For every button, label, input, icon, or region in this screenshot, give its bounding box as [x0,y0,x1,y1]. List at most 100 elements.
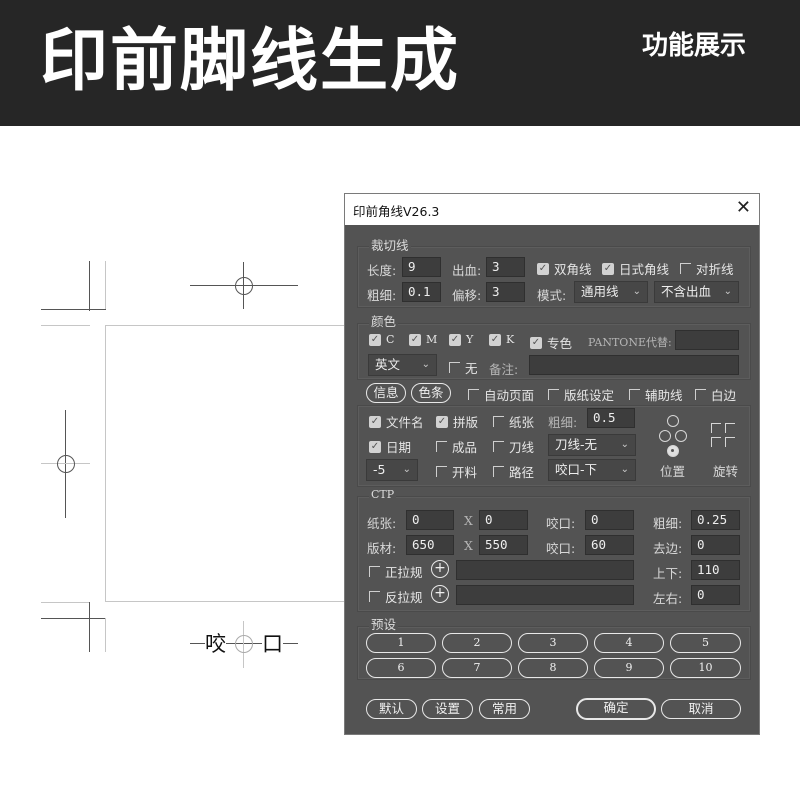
chevron-down-icon: ⌄ [402,464,411,475]
trim-group-label: 裁切线 [369,235,411,254]
position-top-radio[interactable] [667,415,679,427]
plate-size-label: 版材: [367,541,397,556]
trim-edge-input[interactable]: 0 [691,535,740,555]
checkbox-unchecked-icon [629,389,640,400]
checkbox-unchecked-icon [436,441,447,452]
imposition-checkbox[interactable]: ✓拼版 [436,412,478,431]
info-button[interactable]: 信息 [366,383,406,403]
guide-line-checkbox[interactable]: 辅助线 [629,385,683,404]
language-select[interactable]: 英文⌄ [368,354,437,376]
length-input[interactable]: 9 [402,257,441,277]
select-value: 英文 [375,357,401,372]
offset-select[interactable]: -5⌄ [366,459,418,481]
position-bottom-radio[interactable] [667,445,679,457]
preset-button-8[interactable]: 8 [518,658,588,678]
plate-bite-input[interactable]: 60 [585,535,634,555]
front-guide-checkbox[interactable]: 正拉规 [369,562,423,581]
preset-button-6[interactable]: 6 [366,658,436,678]
cancel-button[interactable]: 取消 [661,699,741,719]
channel-m-checkbox[interactable]: ✓M [409,333,437,346]
preset-button-2[interactable]: 2 [442,633,512,653]
back-guide-input[interactable] [456,585,634,605]
vertical-label: 上下: [653,566,683,581]
filename-checkbox[interactable]: ✓文件名 [369,412,424,431]
fold-line-checkbox[interactable]: 对折线 [680,259,734,278]
none-checkbox[interactable]: 无 [449,358,478,377]
add-back-guide-button[interactable]: + [431,585,449,603]
thickness-input[interactable]: 0.1 [402,282,441,302]
checkbox-unchecked-icon [548,389,559,400]
bite-label-left: 咬 [205,632,226,656]
white-edge-checkbox[interactable]: 白边 [695,385,736,404]
japanese-corner-checkbox[interactable]: ✓日式角线 [602,259,669,278]
plate-width-input[interactable]: 650 [406,535,454,555]
bite-label-right: 口 [262,632,283,656]
cutting-checkbox[interactable]: 开料 [436,462,477,481]
pantone-input[interactable] [675,330,739,350]
auto-page-checkbox[interactable]: 自动页面 [468,385,534,404]
select-value: 咬口-下 [555,462,598,477]
bleed-label: 出血: [452,263,482,278]
bleed-mode-select[interactable]: 不含出血⌄ [654,281,739,303]
horizontal-input[interactable]: 0 [691,585,740,605]
mark-thickness-input[interactable]: 0.5 [587,408,635,428]
preset-button-10[interactable]: 10 [670,658,741,678]
dialog-titlebar[interactable]: 印前角线V26.3 ✕ [345,194,759,225]
settings-button[interactable]: 设置 [422,699,473,719]
spot-color-checkbox[interactable]: ✓专色 [530,333,572,352]
mode-select[interactable]: 通用线⌄ [574,281,648,303]
note-label: 备注: [489,362,519,377]
add-front-guide-button[interactable]: + [431,560,449,578]
plate-height-input[interactable]: 550 [479,535,528,555]
default-button[interactable]: 默认 [366,699,417,719]
preset-button-9[interactable]: 9 [594,658,664,678]
bleed-input[interactable]: 3 [486,257,525,277]
channel-c-checkbox[interactable]: ✓C [369,333,394,346]
offset-label: 偏移: [452,288,482,303]
paper-bite-input[interactable]: 0 [585,510,634,530]
bite-position-select[interactable]: 咬口-下⌄ [548,459,636,481]
paper-height-input[interactable]: 0 [479,510,528,530]
paper-width-input[interactable]: 0 [406,510,454,530]
paper-checkbox[interactable]: 纸张 [493,412,534,431]
die-line-select[interactable]: 刀线-无⌄ [548,434,636,456]
die-line-checkbox[interactable]: 刀线 [493,437,534,456]
registration-mark-icon [235,635,253,653]
offset-input[interactable]: 3 [486,282,525,302]
channel-y-checkbox[interactable]: ✓Y [449,333,473,346]
trim-box-edge [105,601,345,602]
note-input[interactable] [529,355,739,375]
date-checkbox[interactable]: ✓日期 [369,437,411,456]
checkbox-label: 文件名 [386,415,424,430]
preset-button-4[interactable]: 4 [594,633,664,653]
checkbox-unchecked-icon [493,416,504,427]
preset-button-3[interactable]: 3 [518,633,588,653]
double-corner-checkbox[interactable]: ✓双角线 [537,259,592,278]
ok-button[interactable]: 确定 [576,698,656,720]
horizontal-label: 左右: [653,591,683,606]
presets-group-label: 预设 [369,614,399,633]
back-guide-checkbox[interactable]: 反拉规 [369,587,423,606]
preset-button-1[interactable]: 1 [366,633,436,653]
color-bar-button[interactable]: 色条 [411,383,451,403]
close-icon[interactable]: ✕ [735,197,751,218]
finished-checkbox[interactable]: 成品 [436,437,477,456]
common-button[interactable]: 常用 [479,699,530,719]
rotate-corner-icon [725,437,735,447]
checkbox-label: 纸张 [509,415,535,430]
preset-button-5[interactable]: 5 [670,633,741,653]
plus-icon: + [434,560,446,576]
plate-setting-checkbox[interactable]: 版纸设定 [548,385,614,404]
position-right-radio[interactable] [675,430,687,442]
rotate-button[interactable] [711,423,739,449]
trim-group [357,246,751,308]
ctp-thickness-input[interactable]: 0.25 [691,510,740,530]
preset-button-7[interactable]: 7 [442,658,512,678]
paper-bite-label: 咬口: [546,516,576,531]
vertical-input[interactable]: 110 [691,560,740,580]
position-left-radio[interactable] [659,430,671,442]
path-checkbox[interactable]: 路径 [493,462,534,481]
front-guide-input[interactable] [456,560,634,580]
dialog-title: 印前角线V26.3 [353,204,440,219]
channel-k-checkbox[interactable]: ✓K [489,333,514,346]
